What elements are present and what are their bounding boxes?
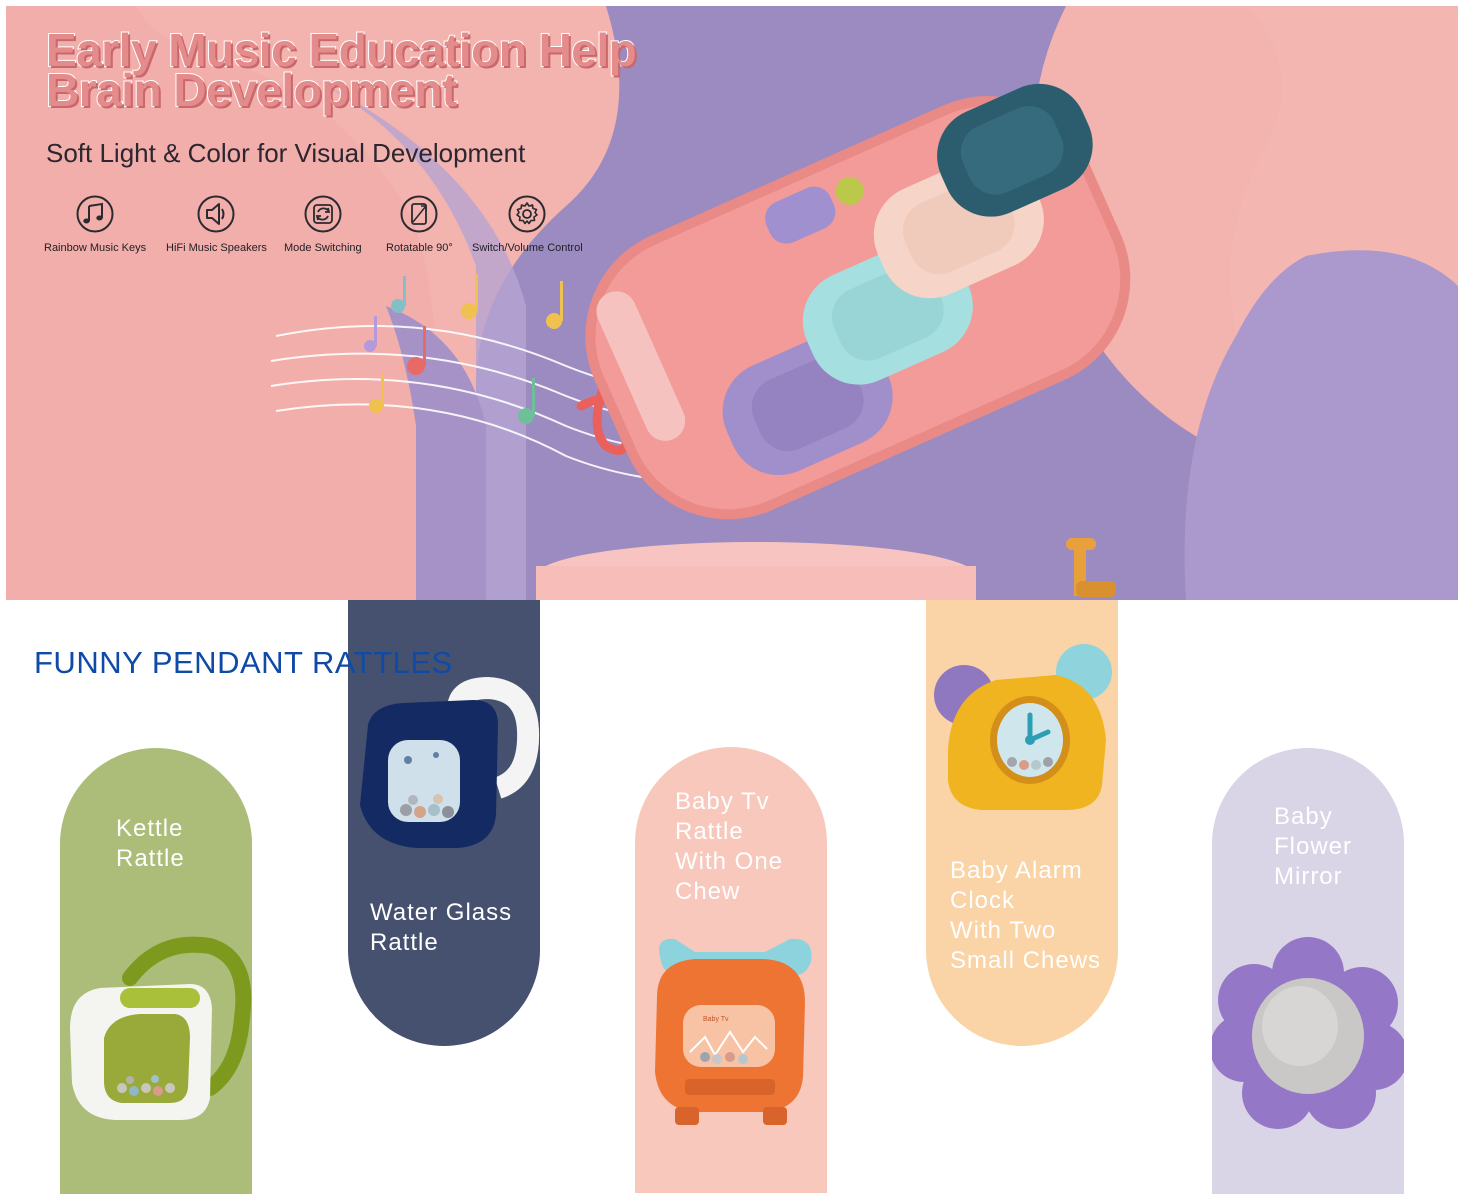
rattle-card-label: Baby Tv Rattle With One Chew [675,787,783,907]
feature-rainbow-music-keys: Rainbow Music Keys [44,194,146,254]
hero-background [6,6,1458,600]
water-glass-rattle-image [360,676,540,848]
rattle-card-label: Water Glass Rattle [370,898,512,958]
baby-tv-screen-label: Baby Tv [703,1016,729,1023]
feature-label: Switch/Volume Control [472,242,583,254]
feature-rotatable: Rotatable 90° [386,194,453,254]
hero-headline-line-2: Brain Development [45,64,458,116]
feature-label: Rainbow Music Keys [44,242,147,254]
rattle-card-baby-flower-mirror: Baby Flower Mirror [1212,748,1404,1194]
rattle-label-line: Kettle [116,815,184,842]
rattle-card-baby-alarm-clock: Baby Alarm Clock With Two Small Chews [926,600,1118,1046]
baby-tv-rattle-image: Baby Tv [655,938,812,1125]
hero-headline: Early Music Education Help Brain Develop… [45,24,638,116]
mode-switch-icon [304,195,342,233]
rattle-label-line: Baby Tv [675,788,770,815]
rattle-label-line: Flower [1274,833,1353,860]
rattle-label-line: Baby Alarm [950,857,1083,884]
rattle-card-kettle: Kettle Rattle [60,748,252,1194]
feature-list: Rainbow Music Keys HiFi Music Speakers M… [6,194,646,264]
rattle-label-line: Rattle [116,845,185,872]
rattle-card-label: Baby Alarm Clock With Two Small Chews [950,856,1101,976]
feature-switch-volume-control: Switch/Volume Control [472,194,583,254]
speaker-icon [197,195,235,233]
baby-alarm-clock-rattle-image [934,644,1112,810]
feature-label: Rotatable 90° [386,242,453,254]
rattle-label-line: With One [675,848,784,875]
rattle-label-line: With Two [950,917,1057,944]
rattle-label-line: Rattle [370,929,439,956]
rattle-label-line: Small Chews [950,947,1102,974]
rotate-icon [400,195,438,233]
feature-label: Mode Switching [284,242,362,254]
rattle-label-line: Rattle [675,818,744,845]
rattle-card-label: Baby Flower Mirror [1274,802,1352,892]
rattle-card-label: Kettle Rattle [116,814,185,874]
rattle-card-water-glass: Water Glass Rattle [348,600,540,1046]
flower-mirror-rattle-image [1212,937,1404,1129]
rattle-label-line: Clock [950,887,1016,914]
feature-label: HiFi Music Speakers [166,242,267,254]
hero-headline-line-1: Early Music Education Help [45,24,638,76]
rattle-card-baby-tv: Baby Tv Rattle With One Chew Baby Tv [635,747,827,1193]
rattles-section-title: FUNNY PENDANT RATTLES [34,645,453,680]
hero-banner: Early Music Education Help Brain Develop… [6,6,1458,600]
rattle-label-line: Baby [1274,803,1333,830]
feature-hifi-music-speakers: HiFi Music Speakers [166,194,267,254]
music-note-icon [76,195,114,233]
gear-icon [508,195,546,233]
rattle-label-line: Chew [675,878,741,905]
rattle-label-line: Mirror [1274,863,1343,890]
kettle-rattle-image [70,936,252,1120]
rattle-label-line: Water Glass [370,899,513,926]
feature-mode-switching: Mode Switching [284,194,362,254]
hero-subtitle: Soft Light & Color for Visual Developmen… [46,138,526,168]
